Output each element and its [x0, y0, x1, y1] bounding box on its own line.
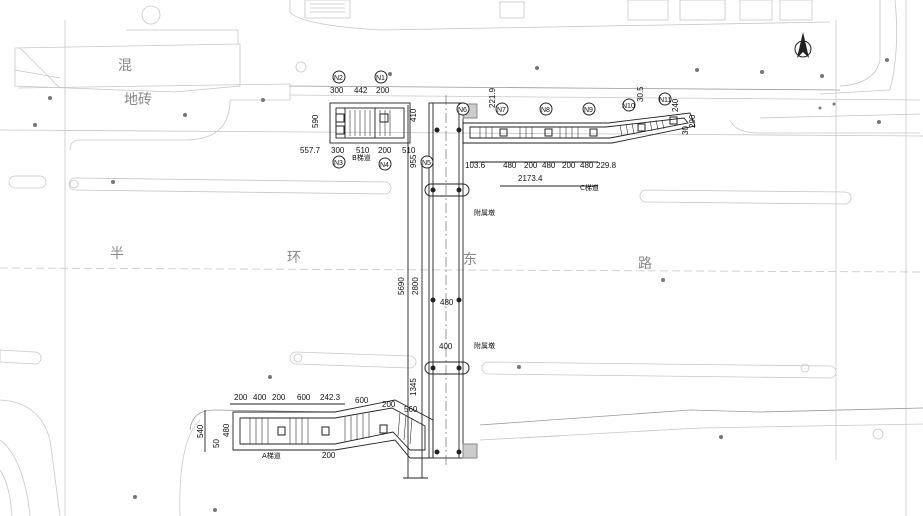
a-dim-top-5: 242.3	[320, 393, 341, 402]
column-marks: N1 N2 N3 N4 N5 N6 N7 N8 N9 N10 N11	[332, 70, 672, 171]
main-dim-v5: 1345	[409, 378, 418, 396]
main-dim-h1: 480	[440, 298, 454, 307]
road-label-3: 半	[110, 246, 124, 262]
a-stair	[204, 399, 434, 459]
a-dim-side-2: 480	[222, 423, 231, 437]
c-stair	[462, 112, 696, 187]
a-dim-side-1: 540	[196, 424, 205, 438]
c-dim-top-2: 480	[503, 161, 517, 170]
b-dim-top-2: 442	[354, 86, 368, 95]
a-dim-top-4: 600	[297, 393, 311, 402]
main-dim-h2: 400	[439, 342, 453, 351]
column-mark-n6: N6	[458, 107, 467, 114]
main-dim-v6: 560	[404, 405, 418, 414]
c-dim-top-1: 103.6	[465, 161, 486, 170]
column-mark-n7: N7	[497, 107, 506, 114]
road-label-6: 路	[638, 256, 652, 272]
b-dim-side: 590	[311, 114, 320, 128]
column-mark-n5: N5	[422, 160, 431, 167]
a-dim-top-1: 200	[234, 393, 248, 402]
a-dim-side-3: 50	[212, 439, 221, 448]
a-dim-top-2: 400	[253, 393, 267, 402]
platform-label-1: 附属墩	[474, 208, 495, 217]
road-label-2: 地砖	[124, 92, 152, 108]
b-dim-bottom-3: 510	[356, 146, 370, 155]
column-mark-n2: N2	[334, 75, 343, 82]
c-dim-total: 2173.4	[518, 174, 543, 183]
b-dim-bottom-2: 300	[331, 146, 345, 155]
road-label-5: 东	[463, 252, 477, 268]
a-dim-top-6: 600	[355, 396, 369, 405]
c-stair-label: C梯道	[580, 183, 599, 192]
c-dim-angled-2: 30.5	[636, 86, 645, 102]
column-mark-n3: N3	[334, 160, 343, 167]
a-dim-top-3: 200	[272, 393, 286, 402]
a-stair-dims: 200 400 200 600 242.3 600 200 540 480 50…	[196, 393, 396, 460]
road-label-1: 混	[118, 58, 132, 74]
b-dim-top-1: 300	[330, 86, 344, 95]
column-mark-n1: N1	[376, 75, 385, 82]
a-dim-bottom: 200	[322, 451, 336, 460]
c-dim-top-3: 200	[524, 161, 538, 170]
main-dim-v7: 221.9	[488, 87, 497, 108]
site-markers	[33, 58, 889, 512]
column-mark-n11: N11	[659, 97, 671, 104]
b-stair-label: B梯道	[352, 153, 371, 162]
main-span-dims: 955 410 5690 2800 1345 560 221.9 480 400…	[397, 87, 497, 414]
c-stair-dims: 103.6 480 200 480 200 480 229.8 2173.4 C…	[465, 86, 697, 192]
main-span	[403, 95, 478, 479]
main-dim-v1: 955	[409, 154, 418, 168]
column-mark-n10: N10	[622, 103, 635, 110]
a-stair-label: A梯道	[262, 451, 281, 460]
main-dim-v3: 5690	[397, 277, 406, 295]
b-dim-bottom-4: 200	[378, 146, 392, 155]
column-mark-n8: N8	[541, 107, 550, 114]
b-stair-dims: 300 442 200 557.7 300 510 200 510 590 B梯…	[300, 86, 416, 162]
a-dim-top-7: 200	[382, 400, 396, 409]
c-dim-top-6: 480	[580, 161, 594, 170]
c-dim-top-7: 229.8	[596, 161, 617, 170]
b-dim-top-3: 200	[376, 86, 390, 95]
b-dim-bottom-1: 557.7	[300, 146, 321, 155]
column-mark-n9: N9	[584, 107, 593, 114]
column-mark-n4: N4	[380, 162, 389, 169]
road-labels: 混 地砖 半 环 东 路	[110, 58, 652, 272]
road-label-4: 环	[287, 250, 301, 266]
c-dim-angled-1: 240	[671, 98, 680, 112]
b-dim-bottom-5: 510	[402, 146, 416, 155]
b-stair	[329, 102, 411, 144]
c-dim-angled-4: 30	[681, 126, 690, 135]
c-dim-top-5: 200	[562, 161, 576, 170]
platform-label-2: 附属墩	[474, 341, 495, 350]
c-dim-top-4: 480	[542, 161, 556, 170]
north-arrow-icon	[794, 32, 812, 58]
c-dim-angled-3: 290	[688, 114, 697, 128]
main-dim-v4: 2800	[411, 277, 420, 295]
main-dim-v2: 410	[409, 108, 418, 122]
